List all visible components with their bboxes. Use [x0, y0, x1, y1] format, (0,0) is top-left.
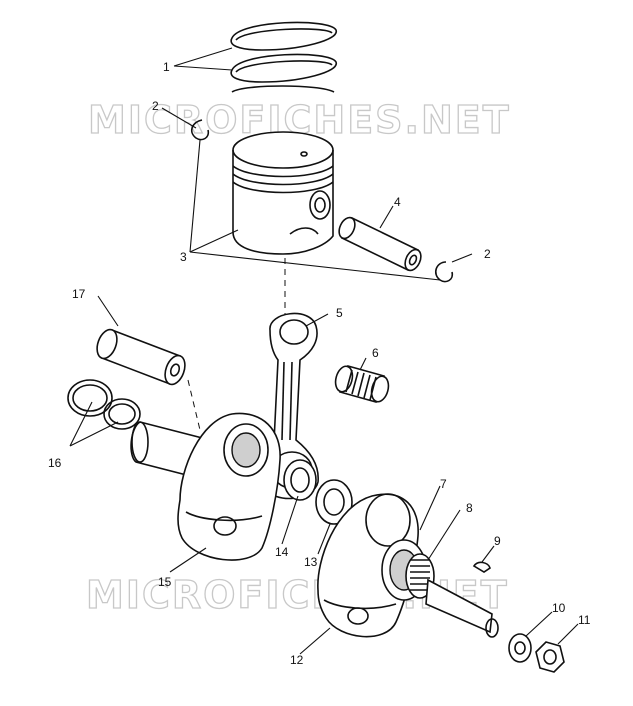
callout-13: 13 [304, 555, 318, 569]
crankshaft-taper [425, 578, 493, 634]
callout-labels: 1 2 3 4 2 5 6 17 16 7 8 9 14 13 15 10 11… [48, 60, 591, 667]
callout-9: 9 [494, 534, 501, 548]
callout-15: 15 [158, 575, 172, 589]
callout-1: 1 [163, 60, 170, 74]
callout-2-right: 2 [484, 247, 491, 261]
callout-4: 4 [394, 195, 401, 209]
small-end-bearing [334, 365, 390, 403]
main-bearing-left [283, 459, 317, 501]
piston-pin-circlip-top [190, 119, 210, 141]
callout-5: 5 [336, 306, 343, 320]
crankshaft-left-half [130, 412, 281, 561]
crankshaft-thread-end [485, 618, 499, 638]
callout-14: 14 [275, 545, 289, 559]
callout-8: 8 [466, 501, 473, 515]
piston-rings [230, 21, 337, 93]
wrist-pin [338, 216, 422, 272]
centerline-crank-pin [187, 379, 201, 431]
crank-pin [96, 328, 186, 386]
piston [232, 131, 334, 255]
callout-16: 16 [48, 456, 62, 470]
callout-6: 6 [372, 346, 379, 360]
callout-17: 17 [72, 287, 86, 301]
piston-pin-circlip-right [434, 261, 454, 283]
callout-7: 7 [440, 477, 447, 491]
callout-3: 3 [180, 250, 187, 264]
thrust-washers [67, 379, 141, 430]
callout-10: 10 [552, 601, 566, 615]
main-seal-left [315, 479, 353, 525]
leader-lines [69, 47, 579, 655]
hex-nut [535, 641, 565, 673]
flat-washer [508, 633, 532, 663]
callout-11: 11 [578, 613, 591, 627]
callout-12: 12 [290, 653, 304, 667]
callout-2-top: 2 [152, 99, 159, 113]
woodruff-key [472, 561, 491, 573]
